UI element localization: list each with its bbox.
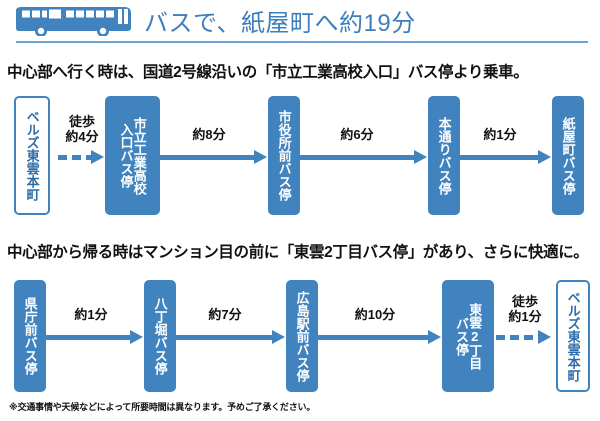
station-label-col: 紙屋町バス停	[560, 116, 576, 195]
station-box-shinonome-2chome: 東雲2丁目 バス停	[442, 280, 494, 392]
station-label-col: 市役所前バス停	[276, 110, 292, 201]
connector-label: 約1分	[483, 127, 517, 142]
station-box-kenchomae: 県庁前バス停	[14, 280, 46, 392]
station-box-hatchobori: 八丁堀バス停	[144, 280, 176, 392]
section-2-lead-text: 中心部から帰る時はマンション目の前に「東雲2丁目バス停」があり、さらに快適に。	[7, 244, 589, 261]
station-label-col: バス停	[454, 316, 469, 356]
connector-label-line1: 徒歩	[511, 294, 538, 309]
station-label-col: 県庁前バス停	[22, 297, 38, 375]
connector-label: 約10分	[354, 307, 396, 322]
station-label-col: 市立工業高校	[131, 116, 147, 195]
station-label-col: 広島駅前バス停	[294, 290, 310, 382]
station-label-col: ベルズ東雲本町	[565, 290, 581, 382]
route-diagram-outbound: ベルズ東雲本町 徒歩 約4分 市立工業高校 入口バス停 約8分 市役所前バス停 …	[0, 96, 600, 216]
connector-label-line2: 約1分	[508, 308, 542, 324]
station-box-belze-higashikumo-honmachi: ベルズ東雲本町	[14, 96, 50, 215]
station-label-col: 東雲2丁目	[467, 302, 483, 370]
bus-icon	[14, 6, 132, 37]
page-title: バスで、紙屋町へ約19分	[144, 10, 416, 37]
station-box-hiroshima-ekimae: 広島駅前バス停	[286, 280, 318, 392]
connector-label-line2: 約4分	[65, 128, 99, 144]
station-box-hondori: 本通りバス停	[428, 96, 460, 215]
station-label-col: 本通りバス停	[436, 116, 452, 195]
station-label-col: ベルズ東雲本町	[24, 110, 40, 201]
header-divider	[16, 41, 588, 43]
section-1-lead-text: 中心部へ行く時は、国道2号線沿いの「市立工業高校入口」バス停より乗車。	[7, 64, 529, 81]
station-box-belze-higashikumo-honmachi-2: ベルズ東雲本町	[556, 280, 590, 392]
connector-label: 約8分	[192, 127, 226, 142]
connector-label: 約1分	[74, 307, 108, 322]
station-label-col: 八丁堀バス停	[152, 297, 168, 375]
connector-label-line1: 徒歩	[68, 114, 95, 129]
station-box-shiritsu-kogyo-koko-iriguchi: 市立工業高校 入口バス停	[105, 96, 160, 215]
page-header: バスで、紙屋町へ約19分	[0, 0, 600, 46]
footnote-disclaimer: ※交通事情や天候などによって所要時間は異なります。予めご了承ください。	[9, 402, 316, 412]
station-label-col: 入口バス停	[118, 123, 134, 188]
route-diagram-inbound: 県庁前バス停 約1分 八丁堀バス停 約7分 広島駅前バス停 約10分 東雲2丁目…	[0, 280, 600, 392]
connector-label: 約7分	[208, 307, 242, 322]
connector-label: 約6分	[340, 127, 374, 142]
station-box-kamiyacho: 紙屋町バス停	[552, 96, 584, 215]
station-box-shiyakusho-mae: 市役所前バス停	[268, 96, 300, 215]
